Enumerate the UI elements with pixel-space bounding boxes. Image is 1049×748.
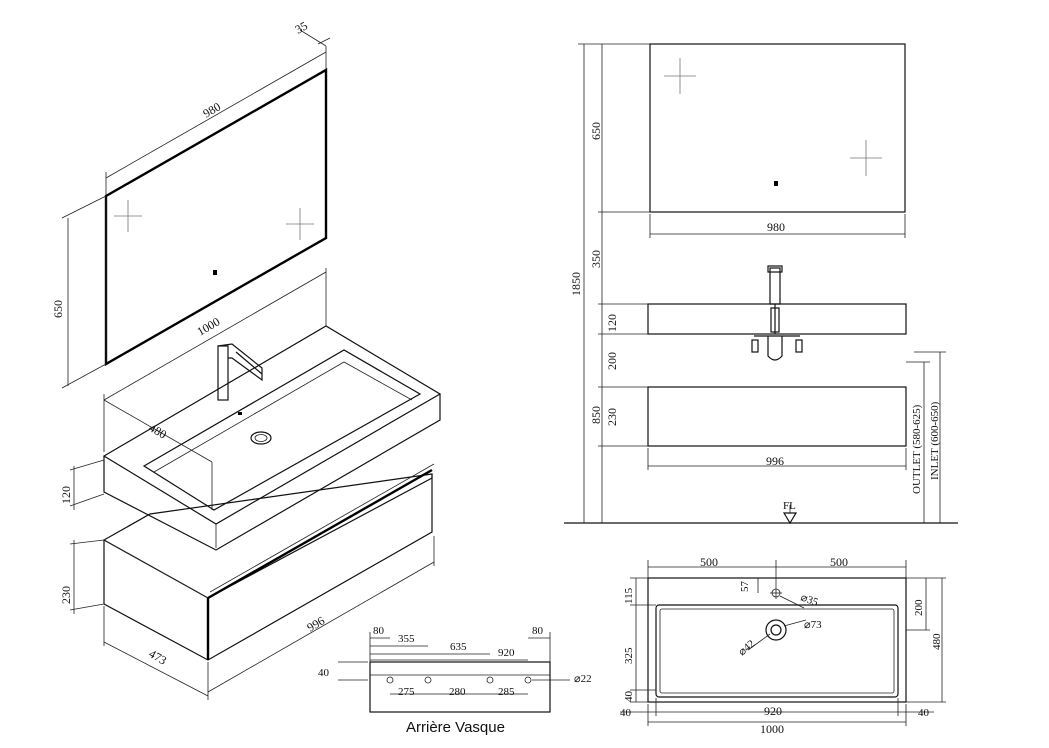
- plan-480-label: 480: [931, 633, 943, 650]
- iso-basin-height-label: 120: [59, 486, 73, 504]
- plan-200-label: 200: [913, 599, 925, 616]
- rear-355-label: 355: [398, 633, 415, 645]
- rear-view: 80 355 635 920 80 40 275 280 285 ⌀22 Arr…: [318, 625, 592, 736]
- iso-faucet: [217, 343, 263, 401]
- plan-40-left-label: 40: [623, 691, 635, 703]
- plan-57-label: 57: [739, 581, 751, 593]
- iso-mirror-depth-label: 35: [293, 18, 310, 36]
- drain-icon: [765, 619, 787, 641]
- rear-holes: [386, 676, 532, 684]
- rear-40-label: 40: [318, 667, 330, 679]
- iso-mirror-height-label: 650: [51, 300, 65, 318]
- rear-80-left-label: 80: [373, 625, 385, 637]
- elev-mirror-width-label: 980: [767, 220, 785, 234]
- isometric-view: 35 980 650 1000 480 120: [51, 18, 442, 700]
- elev-floor-label: FL: [783, 500, 796, 512]
- iso-drain: [250, 431, 272, 445]
- rear-caption: Arrière Vasque: [406, 719, 505, 736]
- fl-marker: [782, 512, 798, 525]
- front-elevation: 650 980 350 1850 120 200 230 850 996 OUT…: [564, 43, 958, 525]
- plan-tap-hole-label: ⌀35: [799, 592, 820, 609]
- elev-mirror-height-label: 650: [589, 122, 603, 140]
- elev-faucet: [751, 265, 803, 361]
- elev-drawer: [647, 386, 907, 447]
- rear-285-label: 285: [498, 686, 515, 698]
- plan-outline: [647, 577, 907, 703]
- iso-basin-width-label: 1000: [195, 314, 223, 338]
- iso-mirror-width-label: 980: [201, 99, 224, 120]
- rear-920-label: 920: [498, 647, 515, 659]
- plan-500-left-label: 500: [700, 555, 718, 569]
- elev-total-height-label: 1850: [569, 272, 583, 296]
- plan-500-right-label: 500: [830, 555, 848, 569]
- plan-325-label: 325: [623, 647, 635, 664]
- elev-basin-thickness-label: 120: [605, 314, 619, 332]
- elev-outlet-label: OUTLET (580-625): [911, 404, 923, 494]
- elev-mirror: [649, 43, 906, 213]
- plan-drain-outer-label: ⌀73: [804, 619, 822, 631]
- plan-115-label: 115: [623, 587, 635, 604]
- elev-inlet-label: INLET (600-650): [929, 401, 941, 480]
- elev-gap-basin-drawer-label: 200: [605, 352, 619, 370]
- plan-40-right-label: 40: [918, 707, 930, 719]
- rear-22-label: ⌀22: [574, 673, 592, 685]
- mirror-sensor: [213, 270, 217, 275]
- plan-view: 500 500 115 57 ⌀35 200 ⌀73 ⌀42 325 480 4…: [620, 555, 946, 736]
- iso-drawer-width-label: 996: [305, 613, 328, 634]
- plan-basin-bowl: [655, 604, 899, 698]
- rear-panel: [369, 661, 551, 713]
- sparkle-icon: [664, 58, 882, 176]
- iso-drawer-top: [102, 473, 433, 599]
- elev-drawer-width-label: 996: [766, 454, 784, 468]
- tap-hole-icon: [770, 587, 782, 599]
- plan-1000-label: 1000: [760, 722, 784, 736]
- plan-920-label: 920: [764, 704, 782, 718]
- iso-drawer-depth-label: 473: [147, 646, 170, 667]
- elev-gap-mirror-basin-label: 350: [589, 250, 603, 268]
- elev-floor-to-basin-label: 850: [589, 406, 603, 424]
- sparkle-icon: [114, 200, 314, 240]
- rear-280-label: 280: [449, 686, 466, 698]
- plan-drain-inner-label: ⌀42: [736, 638, 757, 659]
- plan-40-bottom-label: 40: [620, 707, 632, 719]
- elev-drawer-height-label: 230: [605, 408, 619, 426]
- rear-80-right-label: 80: [532, 625, 544, 637]
- iso-drawer-height-label: 230: [59, 586, 73, 604]
- rear-275-label: 275: [398, 686, 415, 698]
- elev-mirror-sensor: [774, 181, 778, 186]
- rear-635-label: 635: [450, 641, 467, 653]
- iso-basin-depth-label: 480: [147, 420, 170, 441]
